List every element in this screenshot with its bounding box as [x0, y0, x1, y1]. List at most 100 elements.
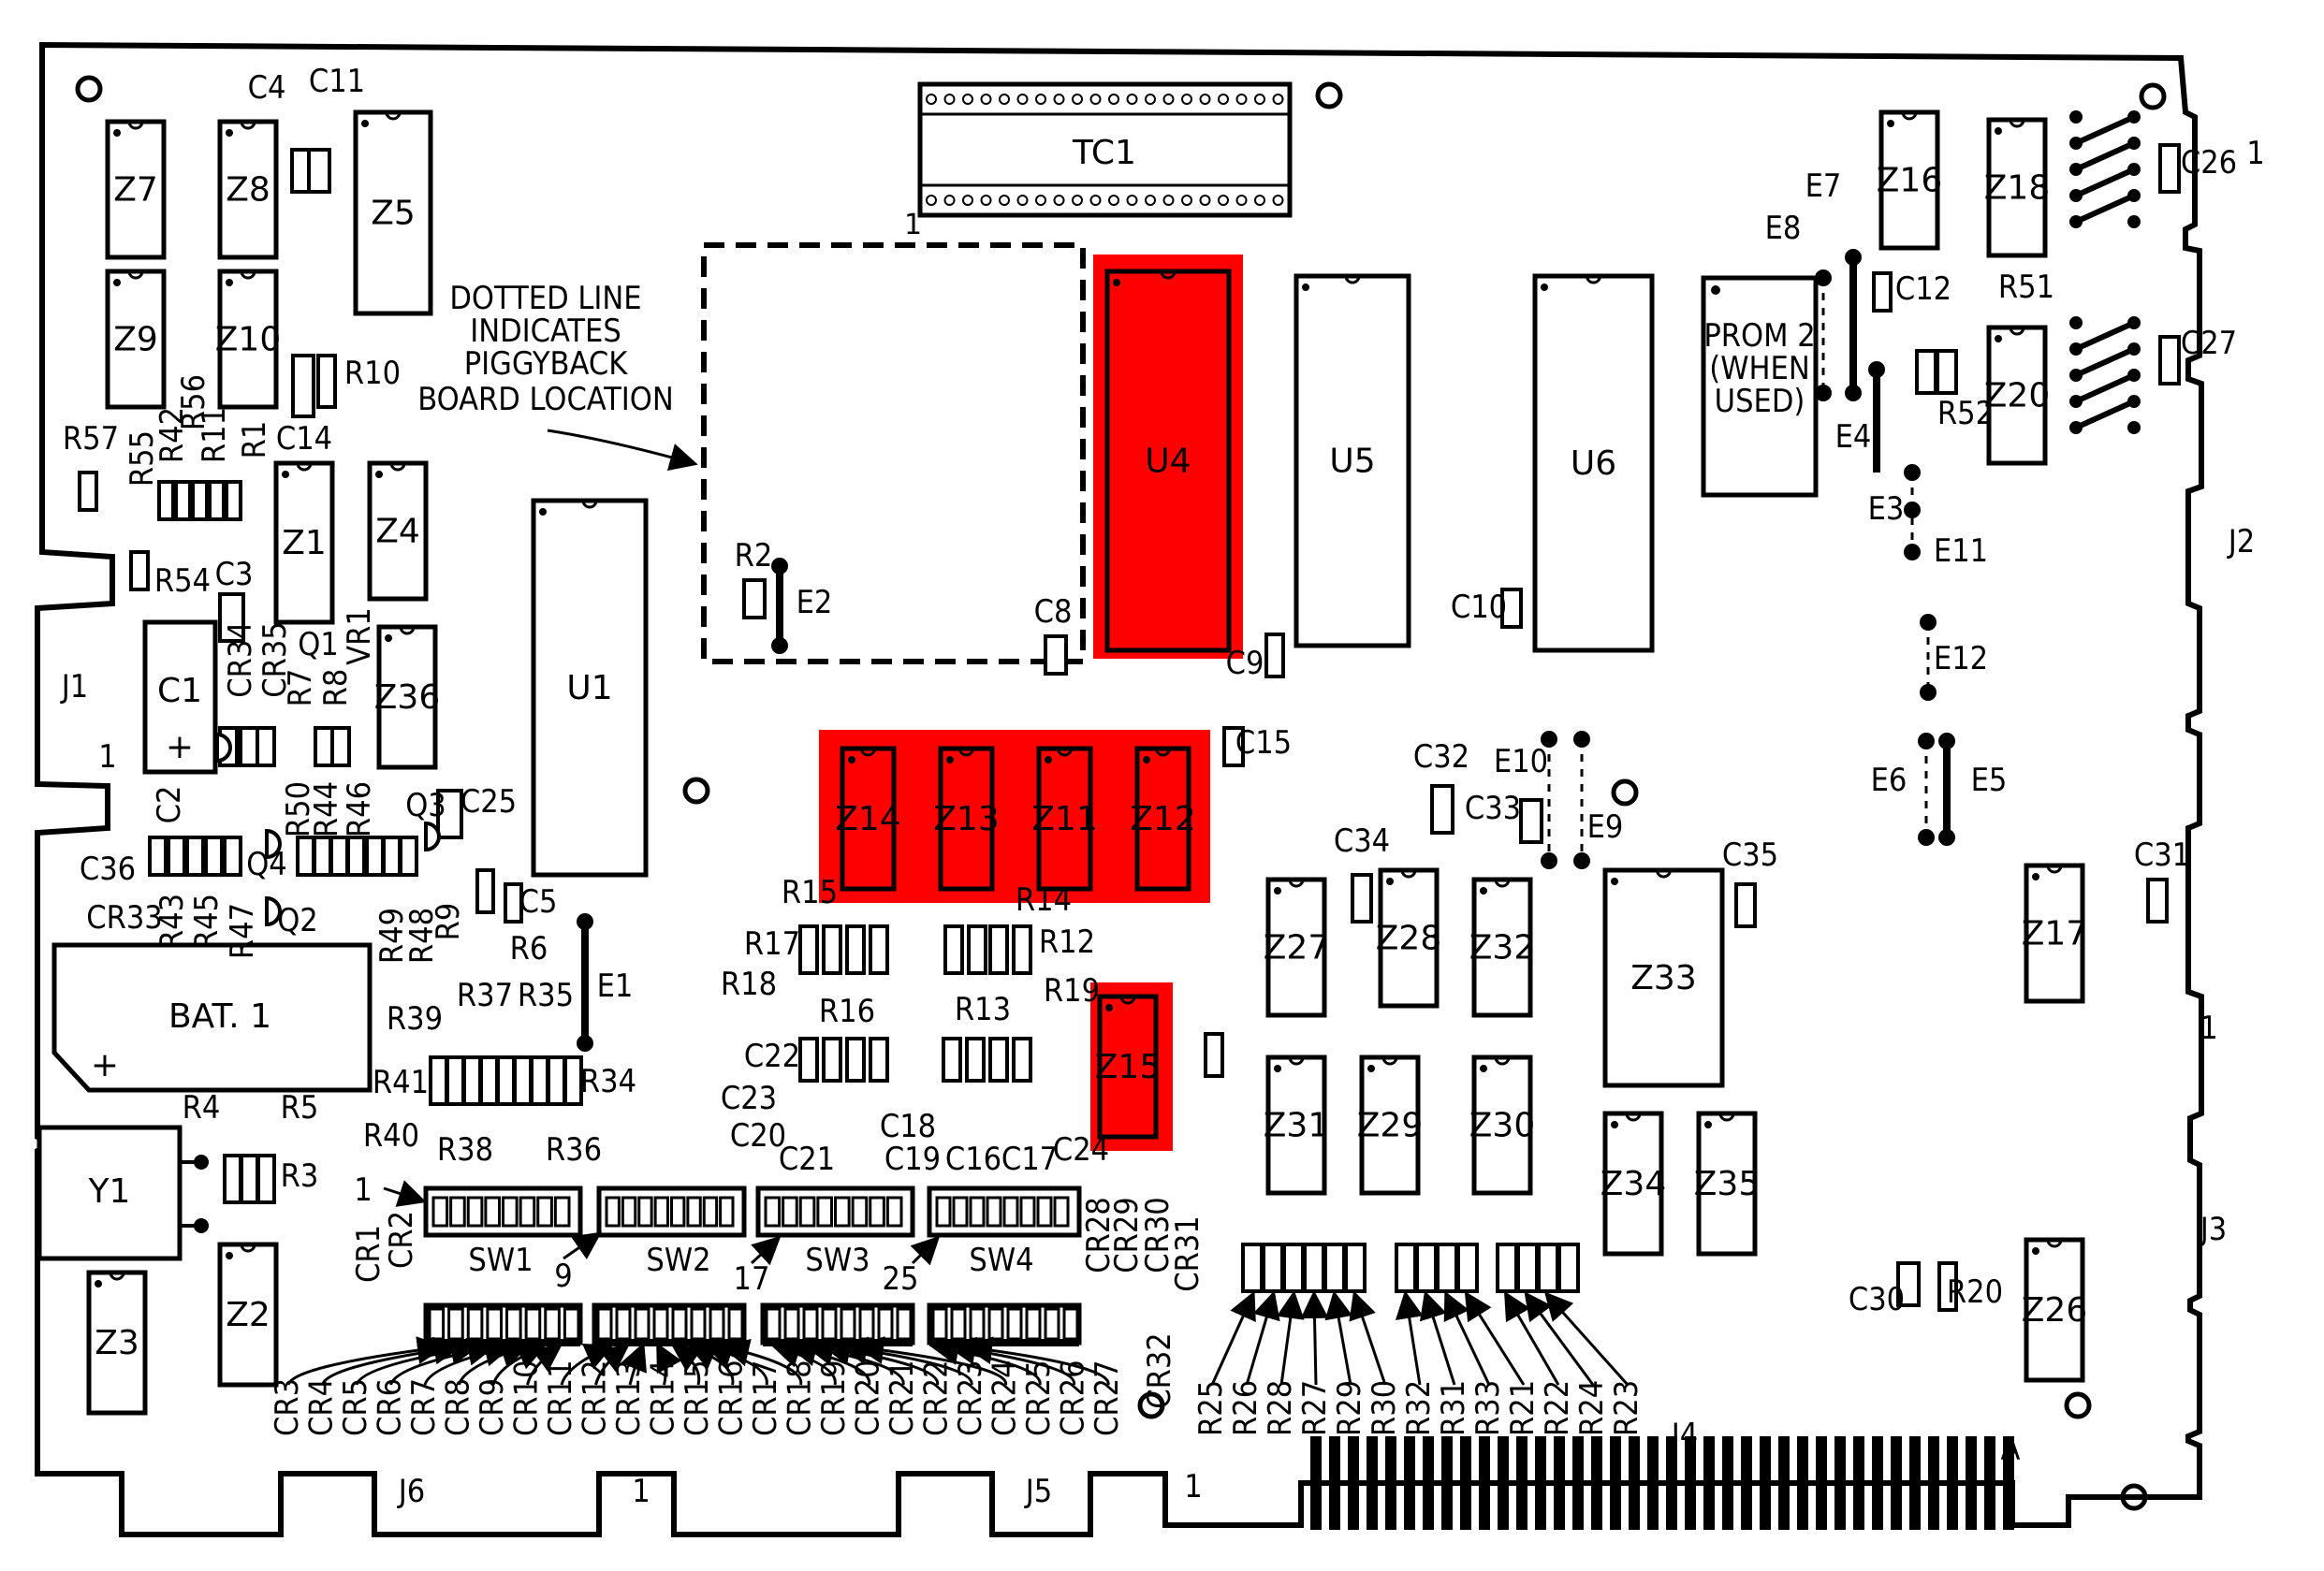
passive-part	[1557, 1243, 1580, 1293]
label-c11: C11	[309, 63, 365, 100]
ic-z17: Z17	[2022, 863, 2087, 1004]
jumper-wire	[2074, 320, 2136, 352]
leader-line	[321, 1336, 462, 1386]
tc1-pin	[1126, 94, 1138, 105]
pin-marker-5: 1	[2246, 135, 2264, 172]
tc1-pin	[1272, 195, 1284, 206]
passive-part	[1436, 1243, 1458, 1293]
z1-label: Z1	[282, 524, 327, 562]
edge-finger	[1385, 1436, 1396, 1530]
passive-part	[208, 480, 226, 521]
edge-finger	[2003, 1436, 2014, 1530]
label-cr31: CR31	[1169, 1215, 1206, 1292]
leader-line	[656, 1342, 682, 1386]
tc1-pin	[1199, 94, 1211, 105]
passive-part	[365, 836, 385, 877]
label-c10: C10	[1451, 589, 1507, 626]
pin-marker-3: 25	[883, 1260, 919, 1298]
ic-z11: Z11	[1031, 746, 1098, 892]
ic-z13: Z13	[933, 746, 1000, 892]
jumper-pin	[2069, 189, 2083, 202]
tc1-pin	[1162, 94, 1175, 105]
label-c5: C5	[519, 883, 558, 921]
edge-finger	[1479, 1436, 1490, 1530]
passive-part	[1012, 1037, 1032, 1083]
edge-finger	[1591, 1436, 1602, 1530]
label-r55: R55	[124, 430, 161, 487]
z36-label: Z36	[374, 678, 440, 717]
passive-part	[218, 592, 245, 643]
passive-part	[1282, 1243, 1305, 1293]
jumper-wire	[2074, 114, 2136, 146]
passive-part	[382, 836, 402, 877]
label-r16: R16	[819, 993, 875, 1030]
label-r35: R35	[518, 977, 574, 1014]
label-r57: R57	[63, 420, 119, 458]
label-c20: C20	[730, 1117, 786, 1155]
label-c22: C22	[744, 1038, 800, 1075]
label-r15: R15	[782, 874, 838, 911]
label-e1: E1	[597, 967, 634, 1005]
diode-label-cr12: CR12	[577, 1360, 614, 1436]
label-c4: C4	[248, 69, 286, 107]
label-r45: R45	[188, 894, 226, 950]
tc1-pin	[1181, 94, 1192, 105]
z8-label: Z8	[226, 171, 270, 210]
label-j5: J5	[1024, 1473, 1052, 1510]
resistor-label-r26: R26	[1227, 1380, 1264, 1436]
label-c8: C8	[1034, 593, 1073, 631]
edge-finger	[1778, 1436, 1790, 1530]
leader-line	[383, 1180, 427, 1207]
passive-part	[446, 1055, 465, 1106]
label-cr35: CR35	[256, 621, 294, 698]
leader-line	[355, 1337, 479, 1386]
label-c19: C19	[884, 1141, 941, 1178]
passive-part	[2146, 878, 2169, 924]
passive-part	[223, 1154, 242, 1204]
label-r56: R56	[175, 374, 212, 430]
label-r5: R5	[281, 1089, 319, 1127]
label-r17: R17	[744, 925, 800, 963]
resistor-label-r22: R22	[1539, 1380, 1576, 1436]
label-c25: C25	[460, 783, 517, 821]
ic-z27: Z27	[1264, 877, 1329, 1018]
label-cr1: CR1	[350, 1225, 387, 1283]
passive-part	[291, 354, 315, 418]
label-r9: R9	[430, 903, 467, 941]
diode-label-cr19: CR19	[815, 1360, 853, 1436]
leader-line	[1443, 1290, 1491, 1386]
passive-part	[943, 924, 964, 975]
ic-z32: Z32	[1469, 877, 1535, 1018]
tc1-pin	[1254, 195, 1265, 206]
label-j4: J4	[1670, 1417, 1698, 1454]
edge-finger	[1834, 1436, 1846, 1530]
passive-part	[296, 836, 315, 877]
label-j2: J2	[2227, 523, 2255, 560]
prom2-socket: PROM 2 (WHEN USED)	[1701, 275, 1819, 498]
label-e12: E12	[1934, 640, 1988, 677]
label-c12: C12	[1895, 270, 1951, 308]
z20-label: Z20	[1984, 377, 2050, 415]
label-r20: R20	[1947, 1273, 2003, 1311]
passive-part	[1872, 271, 1893, 313]
jumper-pin	[2069, 395, 2083, 408]
z2-label: Z2	[226, 1296, 270, 1334]
label-c27: C27	[2181, 325, 2237, 362]
passive-part	[563, 1055, 583, 1106]
tc1-pin	[943, 195, 956, 206]
label-r34: R34	[580, 1063, 636, 1100]
label-r42: R42	[153, 407, 191, 463]
resistor-label-r21: R21	[1504, 1380, 1542, 1436]
label-e9: E9	[1587, 808, 1624, 846]
leader-line	[910, 1235, 941, 1266]
label-e7: E7	[1805, 167, 1842, 205]
annotation-line-1: DOTTED LINE	[449, 280, 641, 317]
dip-switch	[927, 1186, 1082, 1238]
ic-z30: Z30	[1469, 1055, 1535, 1196]
diode-array	[927, 1302, 1082, 1346]
annotation-line-3: PIGGYBACK	[464, 345, 629, 383]
label-cr32: CR32	[1141, 1332, 1178, 1409]
z31-label: Z31	[1264, 1107, 1329, 1145]
z13-label: Z13	[933, 800, 999, 838]
diode-array	[423, 1302, 583, 1346]
